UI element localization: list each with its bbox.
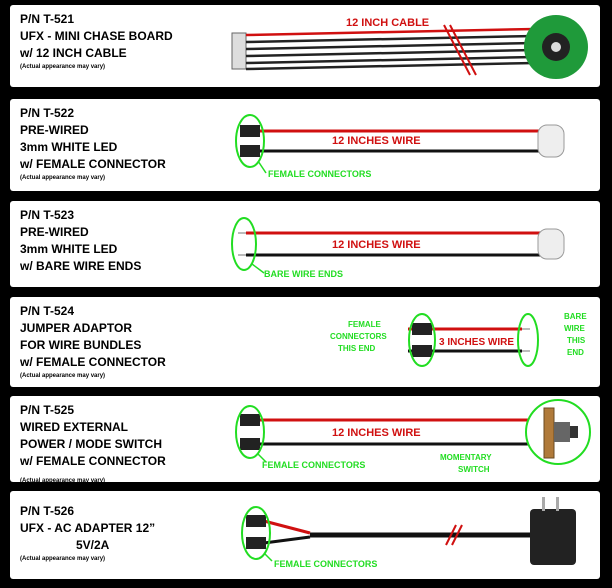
part-number: P/N T-525 — [20, 403, 75, 417]
callout-label: THIS — [567, 336, 586, 345]
cable-illustration: 12 INCH CABLE — [231, 15, 588, 79]
female-connector — [240, 145, 260, 157]
product-text: P/N T-526 UFX - AC ADAPTER 12” 5V/2A (Ac… — [20, 503, 155, 564]
ac-adapter — [530, 509, 576, 565]
description-line: WIRED EXTERNAL — [20, 420, 128, 434]
callout-circle — [235, 405, 265, 459]
female-connector — [246, 515, 266, 527]
product-panel-t522: P/N T-522 PRE-WIRED 3mm WHITE LED w/ FEM… — [10, 99, 600, 191]
description-line: PRE-WIRED — [20, 123, 89, 137]
disclaimer-note: (Actual appearance may vary) — [20, 175, 106, 181]
ribbon-cable — [245, 27, 536, 71]
wire-length-label: 12 INCHES WIRE — [332, 427, 421, 439]
cut-mark — [443, 24, 471, 76]
plug-prong — [556, 497, 559, 511]
description-line: PRE-WIRED — [20, 225, 89, 239]
product-panel-t521: P/N T-521 UFX - MINI CHASE BOARD w/ 12 I… — [10, 5, 600, 87]
led — [537, 124, 565, 158]
female-connector — [240, 438, 260, 450]
wire-length-label: 3 INCHES WIRE — [439, 337, 514, 348]
callout-circle — [235, 114, 265, 168]
female-connector — [246, 537, 266, 549]
wire-length-label: 12 INCHES WIRE — [332, 239, 421, 251]
description-line: UFX - AC ADAPTER 12” — [20, 521, 156, 535]
jumper-illustration: FEMALE CONNECTORS THIS END 3 INCHES WIRE… — [330, 312, 587, 367]
cut-mark — [451, 524, 463, 546]
disclaimer-note: (Actual appearance may vary) — [20, 556, 106, 562]
callout-circle — [241, 506, 271, 560]
disclaimer-note: (Actual appearance may vary) — [20, 373, 106, 379]
product-text: P/N T-525 WIRED EXTERNAL POWER / MODE SW… — [20, 402, 166, 482]
callout-label: FEMALE CONNECTORS — [268, 169, 371, 179]
red-wire — [263, 519, 311, 535]
part-number: P/N T-522 — [20, 106, 75, 120]
description-line: FOR WIRE BUNDLES — [20, 338, 142, 352]
description-line: 5V/2A — [76, 538, 110, 552]
callout-label: WIRE — [564, 324, 586, 333]
product-text: P/N T-522 PRE-WIRED 3mm WHITE LED w/ FEM… — [20, 105, 166, 183]
callout-circle — [408, 313, 436, 367]
plug-prong — [542, 497, 545, 511]
adapter-illustration: FEMALE CONNECTORS — [241, 497, 576, 569]
switch-illustration: 12 INCHES WIRE FEMALE CONNECTORS MOMENTA… — [235, 399, 591, 474]
product-text: P/N T-524 JUMPER ADAPTOR FOR WIRE BUNDLE… — [20, 303, 166, 381]
wire-length-label: 12 INCH CABLE — [346, 17, 429, 29]
part-number: P/N T-526 — [20, 504, 75, 518]
description-line: w/ FEMALE CONNECTOR — [20, 454, 166, 468]
led — [537, 228, 565, 260]
wire-length-label: 12 INCHES WIRE — [332, 135, 421, 147]
connector-housing — [231, 32, 247, 70]
callout-label: SWITCH — [458, 465, 490, 474]
female-connector — [412, 323, 432, 335]
callout-label: END — [567, 348, 584, 357]
part-number: P/N T-524 — [20, 304, 75, 318]
product-panel-t524: P/N T-524 JUMPER ADAPTOR FOR WIRE BUNDLE… — [10, 297, 600, 387]
momentary-switch — [554, 422, 570, 442]
product-panel-t526: P/N T-526 UFX - AC ADAPTER 12” 5V/2A (Ac… — [10, 491, 600, 579]
switch-mount-plate — [543, 407, 555, 459]
disclaimer-note: (Actual appearance may vary) — [20, 64, 106, 70]
callout-label: FEMALE — [348, 320, 382, 329]
product-panel-t523: P/N T-523 PRE-WIRED 3mm WHITE LED w/ BAR… — [10, 201, 600, 287]
callout-label: FEMALE CONNECTORS — [274, 559, 377, 569]
description-line: w/ BARE WIRE ENDS — [20, 259, 142, 273]
description-line: POWER / MODE SWITCH — [20, 437, 162, 451]
description-line: UFX - MINI CHASE BOARD — [20, 29, 173, 43]
black-wire — [263, 535, 311, 545]
callout-label: BARE WIRE ENDS — [264, 269, 343, 279]
description-line: 3mm WHITE LED — [20, 242, 118, 256]
callout-circle — [517, 313, 539, 367]
female-connector — [240, 125, 260, 137]
female-connector — [240, 414, 260, 426]
part-number: P/N T-521 — [20, 12, 75, 26]
female-connector — [412, 345, 432, 357]
description-line: 3mm WHITE LED — [20, 140, 118, 154]
callout-circle — [231, 217, 257, 271]
product-text: P/N T-521 UFX - MINI CHASE BOARD w/ 12 I… — [20, 11, 173, 72]
callout-label: CONNECTORS — [330, 332, 387, 341]
description-line: w/ FEMALE CONNECTOR — [20, 157, 166, 171]
wire-illustration: 12 INCHES WIRE BARE WIRE ENDS — [231, 217, 565, 279]
product-panel-t525: P/N T-525 WIRED EXTERNAL POWER / MODE SW… — [10, 396, 600, 482]
product-text: P/N T-523 PRE-WIRED 3mm WHITE LED w/ BAR… — [20, 207, 141, 275]
callout-label: BARE — [564, 312, 587, 321]
description-line: w/ 12 INCH CABLE — [20, 46, 127, 60]
description-line: w/ FEMALE CONNECTOR — [20, 355, 166, 369]
callout-label: FEMALE CONNECTORS — [262, 460, 365, 470]
cut-mark — [445, 524, 457, 546]
wire-illustration: 12 INCHES WIRE FEMALE CONNECTORS — [235, 114, 565, 179]
description-line: JUMPER ADAPTOR — [20, 321, 133, 335]
part-number: P/N T-523 — [20, 208, 75, 222]
disclaimer-note: (Actual appearance may vary) — [20, 478, 106, 482]
callout-label: MOMENTARY — [440, 453, 492, 462]
callout-label: THIS END — [338, 344, 376, 353]
cut-mark — [449, 24, 477, 76]
